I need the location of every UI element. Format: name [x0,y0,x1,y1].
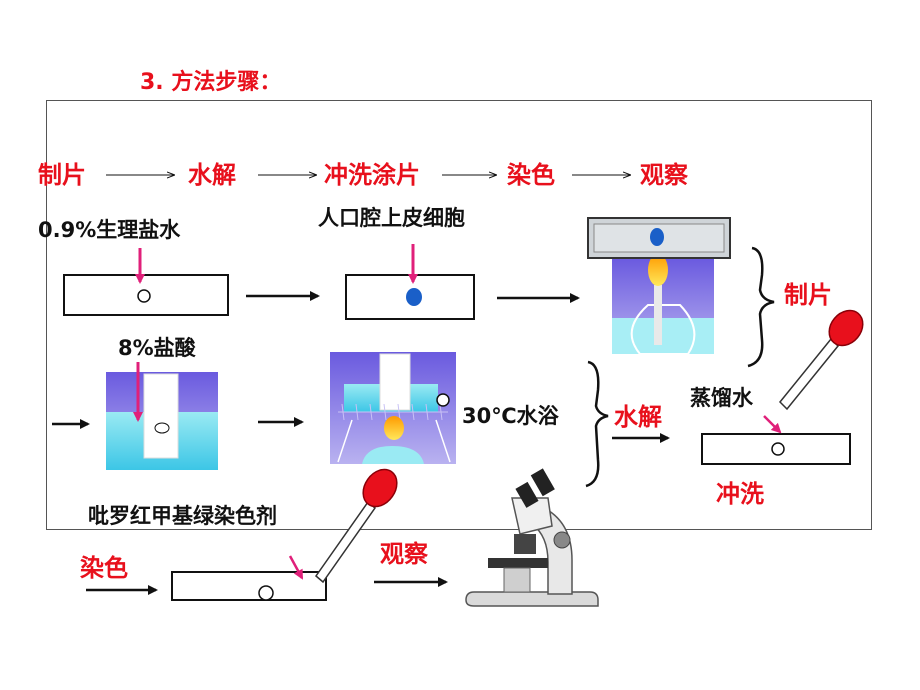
flame-icon [648,254,668,286]
section-title: 3. 方法步骤： [140,70,282,95]
rinse-label: 冲洗 [716,480,764,508]
flame-icon [384,416,404,440]
cell-icon [258,585,274,601]
step-rinse-smear: 冲洗涂片 [324,161,420,189]
brace-prep [747,246,775,368]
dropper-icon [314,468,398,584]
slide-rinse [701,309,864,465]
dropper-icon [778,309,864,411]
brace-hydrolysis [585,360,609,488]
water-bath-label: 30℃水浴 [462,404,559,428]
drying-lamp-image [587,217,731,355]
slide-in-beaker [143,373,179,459]
pink-arrow-icon [288,555,304,580]
stain-reagent-label: 吡罗红甲基绿染色剂 [88,504,277,528]
water-bath-image [330,352,456,464]
saline-drop-icon [137,289,151,303]
cell-icon [436,393,450,407]
slide-stain [171,468,398,601]
step-observe: 观察 [640,161,688,189]
step-prep: 制片 [38,161,86,189]
process-frame [46,100,872,530]
cheek-cells-label: 人口腔上皮细胞 [318,206,465,230]
prep-label: 制片 [784,281,832,309]
saline-label: 0.9%生理盐水 [38,218,181,242]
cell-icon [650,228,664,246]
slide-cheek-cell [345,244,475,320]
hydrolysis-label: 水解 [614,403,662,431]
step-hydrolysis: 水解 [188,161,236,189]
cell-icon [771,442,785,456]
distilled-water-label: 蒸馏水 [690,386,753,410]
hcl-label: 8%盐酸 [118,336,196,360]
cheek-cell-icon [406,288,422,306]
stain-label: 染色 [80,554,128,582]
pink-arrow-icon [763,415,782,434]
microscope-icon [465,468,599,607]
hcl-beaker-image [106,362,218,470]
step-stain: 染色 [507,161,555,189]
slide-saline [63,248,229,316]
observe-label: 观察 [380,540,428,568]
